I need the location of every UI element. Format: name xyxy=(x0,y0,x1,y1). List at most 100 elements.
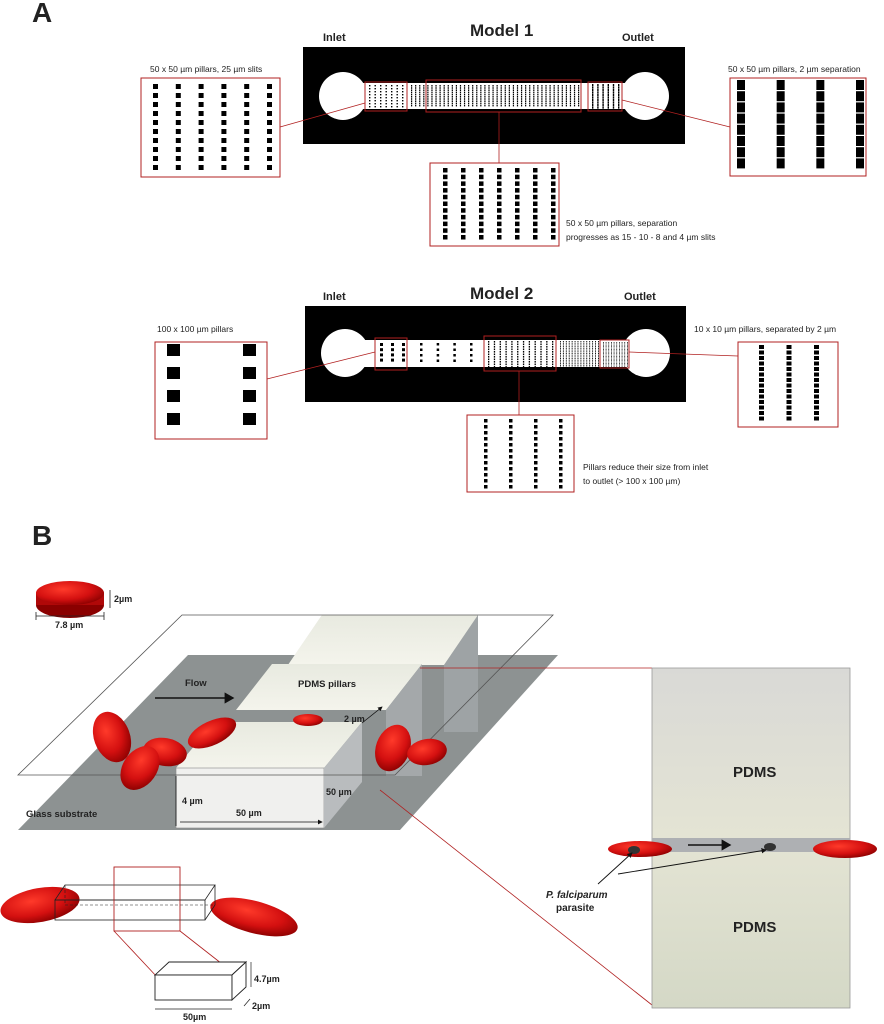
pillar xyxy=(436,359,440,362)
pillar xyxy=(443,221,448,227)
pillar xyxy=(443,91,445,94)
pillar xyxy=(472,100,474,102)
pillar xyxy=(561,93,563,96)
pillar xyxy=(431,89,433,91)
pillar xyxy=(540,343,542,346)
pillar xyxy=(565,361,567,363)
pillar xyxy=(459,93,462,96)
pillar xyxy=(589,344,591,346)
pillar xyxy=(534,343,536,346)
pillar xyxy=(595,354,596,356)
pillar xyxy=(569,100,572,102)
pillar xyxy=(436,354,440,357)
pillar xyxy=(603,346,604,348)
pillar xyxy=(565,342,567,344)
pillar xyxy=(592,366,594,368)
pillar xyxy=(439,104,441,107)
pillar xyxy=(175,165,181,170)
pillar xyxy=(557,98,559,100)
pillar xyxy=(559,473,563,477)
pillar xyxy=(411,85,413,87)
pillar xyxy=(568,359,570,361)
pillar xyxy=(534,485,538,489)
pillar xyxy=(533,85,535,87)
pillar xyxy=(557,89,559,91)
pillar xyxy=(453,348,456,351)
pillar xyxy=(557,100,559,102)
pillar xyxy=(402,343,405,346)
pillar xyxy=(589,363,591,365)
pillar xyxy=(492,87,494,89)
pillar xyxy=(512,87,515,89)
pillar xyxy=(512,85,515,87)
pillar xyxy=(613,353,615,355)
pillar xyxy=(562,356,564,358)
pillar xyxy=(545,102,547,105)
box-width-label: 2µm xyxy=(252,1001,270,1011)
pillar xyxy=(598,359,599,361)
pillar xyxy=(618,101,620,104)
pillar xyxy=(472,93,474,96)
pillar xyxy=(613,351,615,353)
pillar xyxy=(574,347,576,349)
pillar xyxy=(569,91,572,94)
pillar xyxy=(608,342,610,343)
pillar xyxy=(589,356,591,358)
pillar xyxy=(586,356,588,358)
pillar xyxy=(605,357,607,359)
pillar xyxy=(509,443,513,447)
pillar xyxy=(546,361,548,363)
pillar xyxy=(613,360,615,362)
pillar xyxy=(608,363,610,364)
pillar xyxy=(453,343,456,346)
pillar xyxy=(565,96,567,98)
pillar xyxy=(577,356,579,358)
pillar xyxy=(455,104,458,107)
pillar xyxy=(541,91,543,94)
pillar xyxy=(529,87,531,89)
pillar xyxy=(592,104,594,107)
pillar xyxy=(443,208,448,213)
pillar xyxy=(423,100,425,102)
pillar xyxy=(574,366,576,368)
pillar xyxy=(537,93,539,96)
pillar xyxy=(504,104,506,107)
pillar xyxy=(612,101,615,104)
pillar xyxy=(568,363,570,365)
pillar xyxy=(605,346,607,348)
pillar xyxy=(816,113,825,124)
pillar xyxy=(461,181,466,186)
pillar xyxy=(529,100,531,102)
pillar xyxy=(605,344,607,346)
pillar xyxy=(480,93,482,96)
pillar xyxy=(515,201,520,206)
pillar xyxy=(568,346,570,348)
pillar xyxy=(515,214,520,220)
pillar xyxy=(603,363,604,364)
pillar xyxy=(611,364,612,366)
pillar xyxy=(759,405,764,410)
pillar xyxy=(455,85,458,87)
pillar xyxy=(499,348,501,351)
pillar xyxy=(484,85,486,87)
pillar xyxy=(607,101,609,104)
pillar xyxy=(470,359,473,362)
pillar xyxy=(561,89,563,91)
pillar xyxy=(553,96,555,98)
pillar xyxy=(496,98,498,100)
pillar xyxy=(380,106,382,108)
pillar xyxy=(578,93,580,96)
pillar xyxy=(551,214,556,220)
flow-label: Flow xyxy=(185,678,207,689)
pillar xyxy=(549,102,551,105)
pillar xyxy=(493,353,496,356)
pillar xyxy=(602,89,604,92)
pillar xyxy=(423,104,425,107)
pillar xyxy=(420,348,423,351)
pillar xyxy=(592,361,594,363)
pillar xyxy=(533,168,538,173)
pillar xyxy=(488,89,490,91)
pillar xyxy=(618,86,620,89)
pillar xyxy=(534,431,538,435)
pillar xyxy=(562,361,564,363)
